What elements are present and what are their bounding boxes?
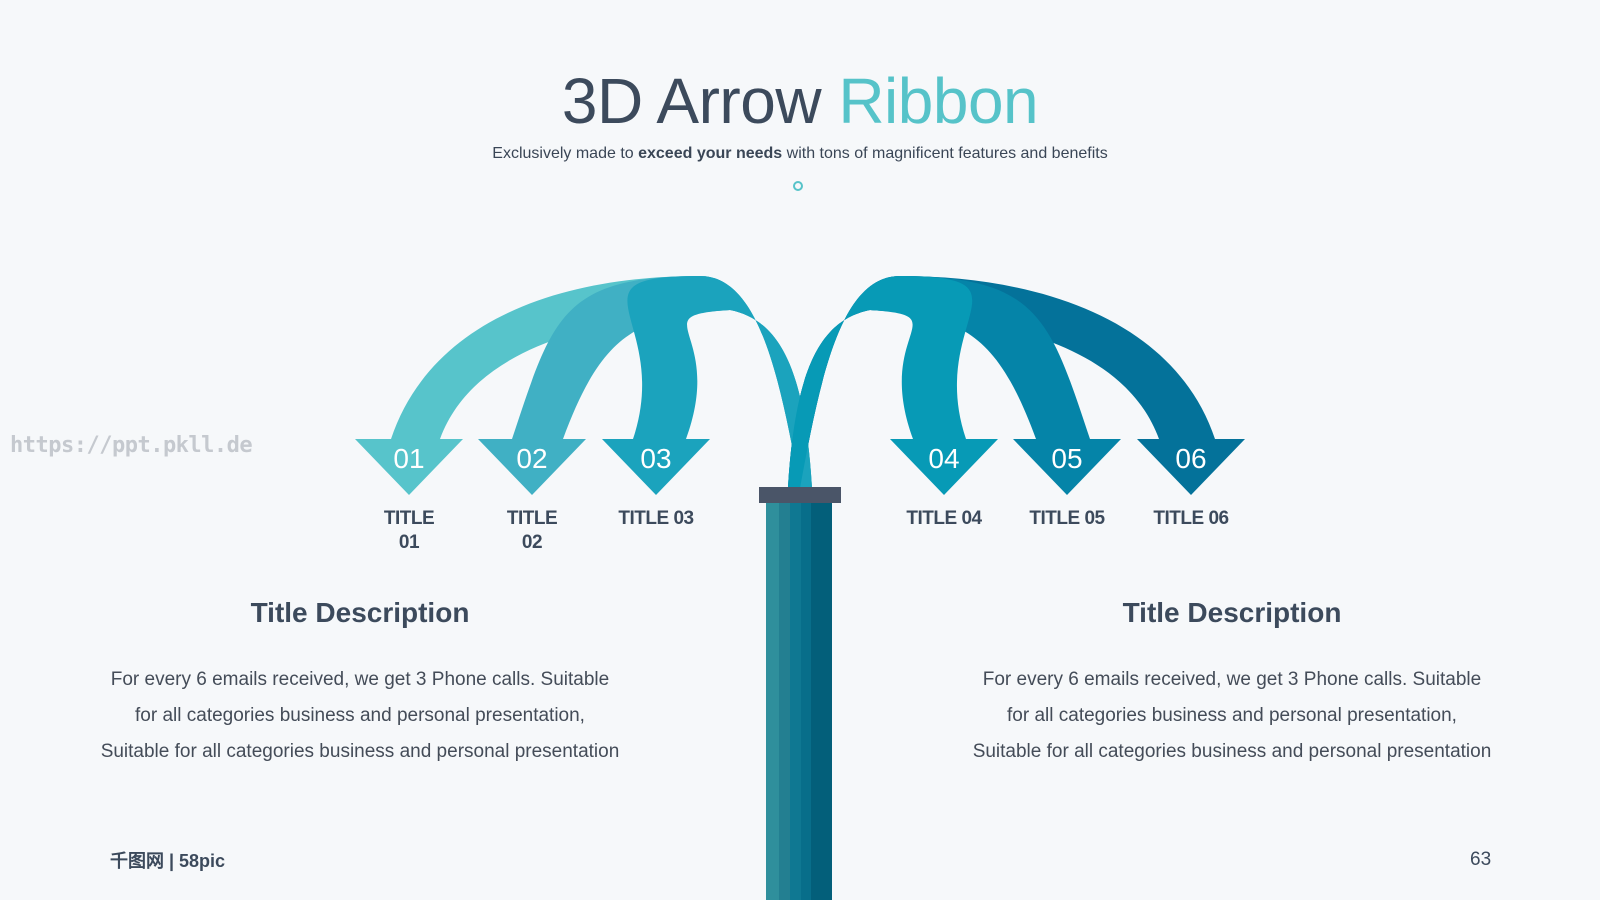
slide-subtitle: Exclusively made to exceed your needs wi… [0,145,1600,163]
ribbon-stem [766,488,832,900]
arrow-number-01: 01 [393,443,424,474]
subtitle-bold: exceed your needs [638,145,783,162]
arrow-title-05: TITLE 05 [1029,508,1105,529]
arrow-ribbon-04 [788,276,973,488]
arrow-head-03 [602,439,710,495]
arrow-number-03: 03 [640,443,671,474]
arrow-title-03: TITLE 03 [618,508,694,529]
watermark-text: https://ppt.pkll.de [10,433,253,458]
slide-title: 3D Arrow Ribbon [0,66,1600,136]
footer-logo: 千图网 | 58pic [110,851,226,871]
arrow-number-05: 05 [1051,443,1082,474]
arrow-title-01: TITLE 01 [383,508,435,553]
subtitle-pre: Exclusively made to [492,145,639,162]
arrow-head-01 [355,439,463,495]
title-dot-icon [793,181,803,191]
arrow-ribbon-06 [788,276,1215,488]
arrow-head-02 [478,439,586,495]
arrow-number-06: 06 [1175,443,1206,474]
arrow-ribbon-03 [627,276,812,488]
arrow-title-06: TITLE 06 [1153,508,1229,529]
arrow-head-06 [1137,439,1245,495]
arrow-ribbon-01 [391,276,812,488]
arrow-head-05 [1013,439,1121,495]
ribbon-band [759,487,841,503]
title-main: 3D Arrow [561,65,822,137]
arrow-title-04: TITLE 04 [906,508,982,529]
arrow-number-04: 04 [928,443,959,474]
page-number: 63 [1470,849,1492,870]
arrow-head-04 [890,439,998,495]
title-accent: Ribbon [838,65,1039,137]
left-description-body: For every 6 emails received, we get 3 Ph… [100,669,620,762]
subtitle-post: with tons of magnificent features and be… [782,145,1108,162]
left-description-title: Title Description [250,597,470,628]
arrow-number-02: 02 [516,443,547,474]
arrow-ribbon-02 [512,276,812,488]
right-description-title: Title Description [1122,597,1342,628]
right-description-body: For every 6 emails received, we get 3 Ph… [972,669,1492,762]
arrow-title-02: TITLE 02 [506,508,558,553]
arrow-ribbon-05 [788,276,1090,488]
